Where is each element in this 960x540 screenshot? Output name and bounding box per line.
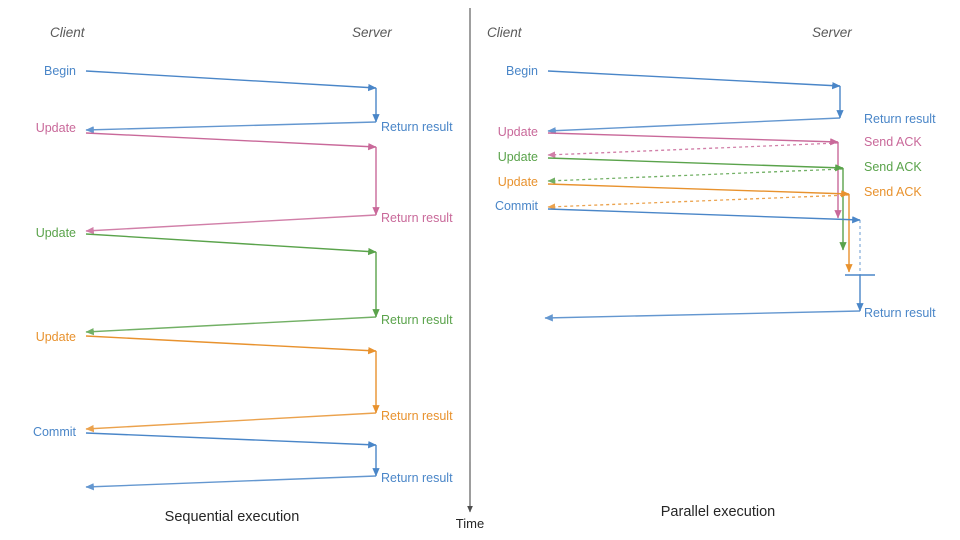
message-arrow-commit bbox=[85, 432, 377, 449]
message-label-p-ret2: Return result bbox=[864, 306, 936, 320]
time-axis-label: Time bbox=[456, 516, 484, 531]
message-arrow-p-ret2 bbox=[544, 310, 861, 322]
message-label-update3: Update bbox=[36, 330, 76, 344]
message-arrow-ret2 bbox=[85, 214, 377, 235]
message-arrow-p-ack3 bbox=[547, 194, 850, 211]
message-arrow-begin bbox=[85, 70, 377, 92]
panel-caption-sequential: Sequential execution bbox=[165, 509, 300, 525]
message-arrow-p-commit bbox=[547, 208, 861, 224]
panel-caption-parallel: Parallel execution bbox=[661, 504, 775, 520]
message-label-commit: Commit bbox=[33, 425, 77, 439]
message-label-update1: Update bbox=[36, 121, 76, 135]
message-arrow-p-update1 bbox=[547, 132, 839, 146]
message-arrow-p-ret1 bbox=[547, 117, 841, 135]
message-label-ret3: Return result bbox=[381, 313, 453, 327]
message-label-ret2: Return result bbox=[381, 211, 453, 225]
message-arrow-update3 bbox=[85, 335, 377, 355]
lane-title-client: Client bbox=[487, 25, 523, 40]
message-label-p-begin: Begin bbox=[506, 64, 538, 78]
message-arrow-ret3 bbox=[85, 316, 377, 336]
message-label-p-update1: Update bbox=[498, 125, 538, 139]
message-label-p-update3: Update bbox=[498, 175, 538, 189]
message-arrow-ret4 bbox=[85, 412, 377, 433]
message-arrow-p-ack2 bbox=[547, 168, 844, 185]
lane-title-client: Client bbox=[50, 25, 86, 40]
message-label-p-commit: Commit bbox=[495, 199, 539, 213]
message-label-p-update2: Update bbox=[498, 150, 538, 164]
message-label-p-ack1: Send ACK bbox=[864, 135, 922, 149]
message-label-p-ret1: Return result bbox=[864, 112, 936, 126]
message-label-update2: Update bbox=[36, 226, 76, 240]
message-arrow-p-update3 bbox=[547, 183, 850, 198]
message-arrow-update2 bbox=[85, 233, 377, 256]
message-arrow-ret5 bbox=[85, 475, 377, 491]
message-arrow-update1 bbox=[85, 132, 377, 151]
message-label-ret5: Return result bbox=[381, 471, 453, 485]
message-arrow-ret1 bbox=[85, 121, 377, 134]
message-label-ret4: Return result bbox=[381, 409, 453, 423]
message-arrow-p-update2 bbox=[547, 157, 844, 172]
message-arrow-p-begin bbox=[547, 70, 841, 90]
message-label-ret1: Return result bbox=[381, 120, 453, 134]
message-arrow-p-ack1 bbox=[547, 142, 839, 159]
message-label-p-ack3: Send ACK bbox=[864, 185, 922, 199]
message-label-begin: Begin bbox=[44, 64, 76, 78]
lane-title-server: Server bbox=[812, 25, 852, 40]
lane-title-server: Server bbox=[352, 25, 392, 40]
message-label-p-ack2: Send ACK bbox=[864, 160, 922, 174]
